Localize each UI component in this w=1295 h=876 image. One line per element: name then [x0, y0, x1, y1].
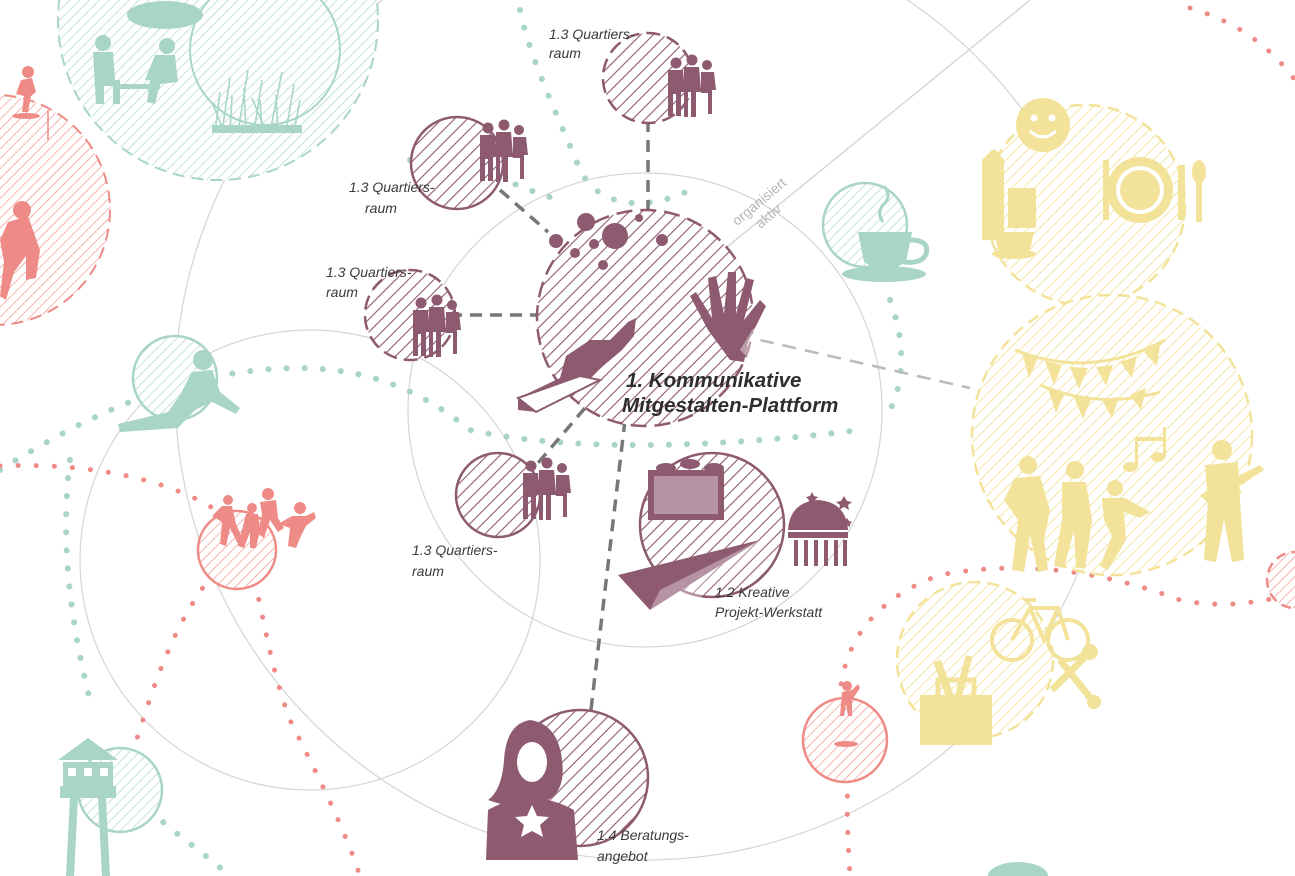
quartiersraum-node-lower-left: 1.3 Quartiers- raum — [412, 451, 571, 579]
node-label-line1: 1.3 Quartiers- — [326, 264, 412, 280]
connector-light — [759, 338, 971, 390]
dancers-icon — [1004, 440, 1264, 572]
hands-icon — [690, 272, 772, 362]
node-label-line2: raum — [326, 284, 358, 300]
smiley-icon — [1016, 98, 1070, 152]
quartiersraum-node-upper-left: 1.3 Quartiers- raum — [349, 115, 528, 216]
watchtower-icon — [58, 738, 118, 876]
edge-shape — [988, 862, 1048, 876]
node-label-line1: 1.2 Kreative — [715, 584, 790, 600]
grass-icon — [211, 69, 302, 133]
bunting-icon — [1014, 338, 1166, 419]
edge-circle — [1265, 550, 1295, 610]
quartiersraum-node-left: 1.3 Quartiers- raum — [326, 264, 461, 362]
reclining-person-node — [118, 334, 240, 432]
trampoline-node — [801, 681, 889, 784]
toolbox-icon — [920, 644, 1101, 745]
node-label-line1: 1.4 Beratungs- — [597, 827, 689, 843]
park-bench-icon — [93, 35, 178, 104]
node-label-line2: raum — [412, 563, 444, 579]
node-label-line2: raum — [365, 200, 397, 216]
node-label-line1: 1.3 Quartiers- — [412, 542, 498, 558]
plate-cutlery-icon — [1103, 157, 1206, 223]
right-yellow-cluster — [895, 98, 1264, 745]
watchtower-node — [58, 738, 164, 876]
node-label-line2: Projekt-Werkstatt — [715, 604, 823, 620]
teacup-node — [821, 181, 930, 282]
reclining-person-icon — [118, 350, 240, 432]
bubbles-icon — [549, 213, 668, 270]
projekt-werkstatt-node: 1.2 Kreative Projekt-Werkstatt — [618, 451, 852, 620]
connector-line — [704, 0, 1031, 266]
node-label-line1: 1.3 Quartiers- — [349, 179, 435, 195]
central-platform-node: 1. Kommunikative Mitgestalten-Plattform — [515, 208, 838, 428]
woman-star-icon — [486, 720, 578, 860]
bicycle-icon — [990, 598, 1090, 662]
beratungsangebot-node: 1.4 Beratungs- angebot — [486, 708, 689, 864]
drawing-hand-icon — [515, 318, 636, 414]
lego-brick-icon — [648, 459, 724, 520]
paper-plane-icon — [618, 540, 760, 610]
runners-icon — [212, 488, 316, 548]
center-label-line2: Mitgestalten-Plattform — [622, 394, 838, 417]
node-label-line2: angebot — [597, 848, 649, 864]
jumper-icon — [834, 681, 860, 747]
node-label-line2: raum — [549, 45, 581, 61]
ring-label: organisiert aktiv — [729, 174, 789, 231]
center-label-line1: 1. Kommunikative — [626, 369, 801, 392]
climber-icon — [0, 66, 40, 300]
quartiersraum-node-top: 1.3 Quartiers- raum — [549, 26, 716, 125]
runners-node — [196, 488, 316, 591]
music-notes-icon — [1123, 427, 1166, 472]
drinks-icon — [982, 150, 1036, 259]
node-label-line1: 1.3 Quartiers- — [549, 26, 635, 42]
planetarium-icon — [788, 492, 852, 566]
left-background-group — [0, 0, 379, 326]
teacup-icon — [842, 185, 930, 282]
